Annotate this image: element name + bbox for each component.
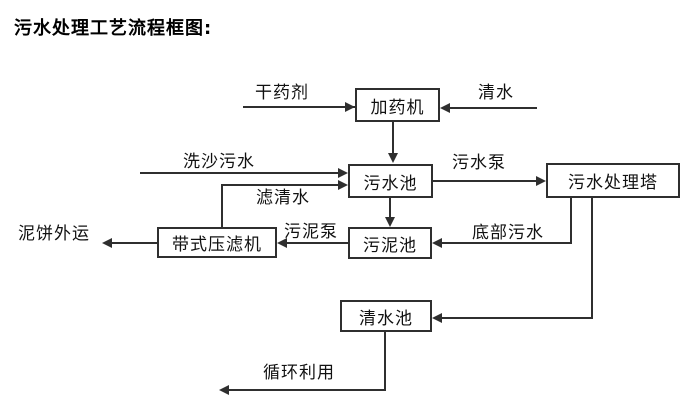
label-dry-agent: 干药剂 [255, 83, 309, 103]
label-sludge-pump: 污泥泵 [284, 222, 338, 242]
label-filtered-water: 滤清水 [256, 188, 310, 208]
mud-cake-arrow-icon [102, 238, 112, 248]
pool-to-sludge-arrow-icon [385, 217, 395, 227]
recycle-vline [384, 332, 386, 391]
tower-to-clean-line [442, 317, 593, 319]
label-mud-cake-out: 泥饼外运 [18, 224, 90, 244]
pool-to-sludge-line [389, 198, 391, 218]
sewage-pump-line [433, 180, 538, 182]
sewage-pump-arrow-icon [536, 176, 546, 186]
filtered-water-arrow-icon [338, 180, 348, 190]
dosing-to-pool-line [392, 122, 394, 154]
bottom-sewage-line [442, 242, 572, 244]
node-sludge-pool: 污泥池 [348, 227, 432, 259]
bottom-sewage-vline [570, 197, 572, 244]
node-treatment-tower: 污水处理塔 [546, 163, 680, 198]
sludge-pump-line [287, 242, 348, 244]
bottom-sewage-arrow-icon [432, 238, 442, 248]
sand-washing-line [140, 172, 340, 174]
filtered-water-vline [221, 184, 223, 228]
recycle-arrow-icon [219, 385, 229, 395]
dry-agent-line [243, 106, 355, 108]
recycle-line [229, 389, 386, 391]
page-title: 污水处理工艺流程框图: [14, 18, 213, 39]
label-bottom-sewage: 底部污水 [472, 223, 544, 243]
label-sand-washing-sewage: 洗沙污水 [183, 152, 255, 172]
sand-washing-arrow-icon [338, 168, 348, 178]
sludge-pump-arrow-icon [277, 238, 287, 248]
tower-to-clean-vline [591, 197, 593, 319]
filtered-water-line [221, 184, 340, 186]
node-clean-water-pool: 清水池 [340, 300, 432, 332]
label-sewage-pump: 污水泵 [452, 153, 506, 173]
clean-water-line [442, 107, 537, 109]
node-dosing-machine: 加药机 [355, 88, 440, 122]
node-belt-filter-press: 带式压滤机 [157, 227, 277, 258]
tower-to-clean-arrow-icon [432, 313, 442, 323]
label-recycle-use: 循环利用 [263, 363, 335, 383]
dry-agent-arrow-icon [345, 102, 355, 112]
clean-water-arrow-icon [440, 103, 450, 113]
mud-cake-line [112, 242, 157, 244]
node-sewage-pool: 污水池 [348, 164, 433, 198]
dosing-to-pool-arrow-icon [388, 153, 398, 163]
label-clean-water: 清水 [478, 83, 514, 103]
